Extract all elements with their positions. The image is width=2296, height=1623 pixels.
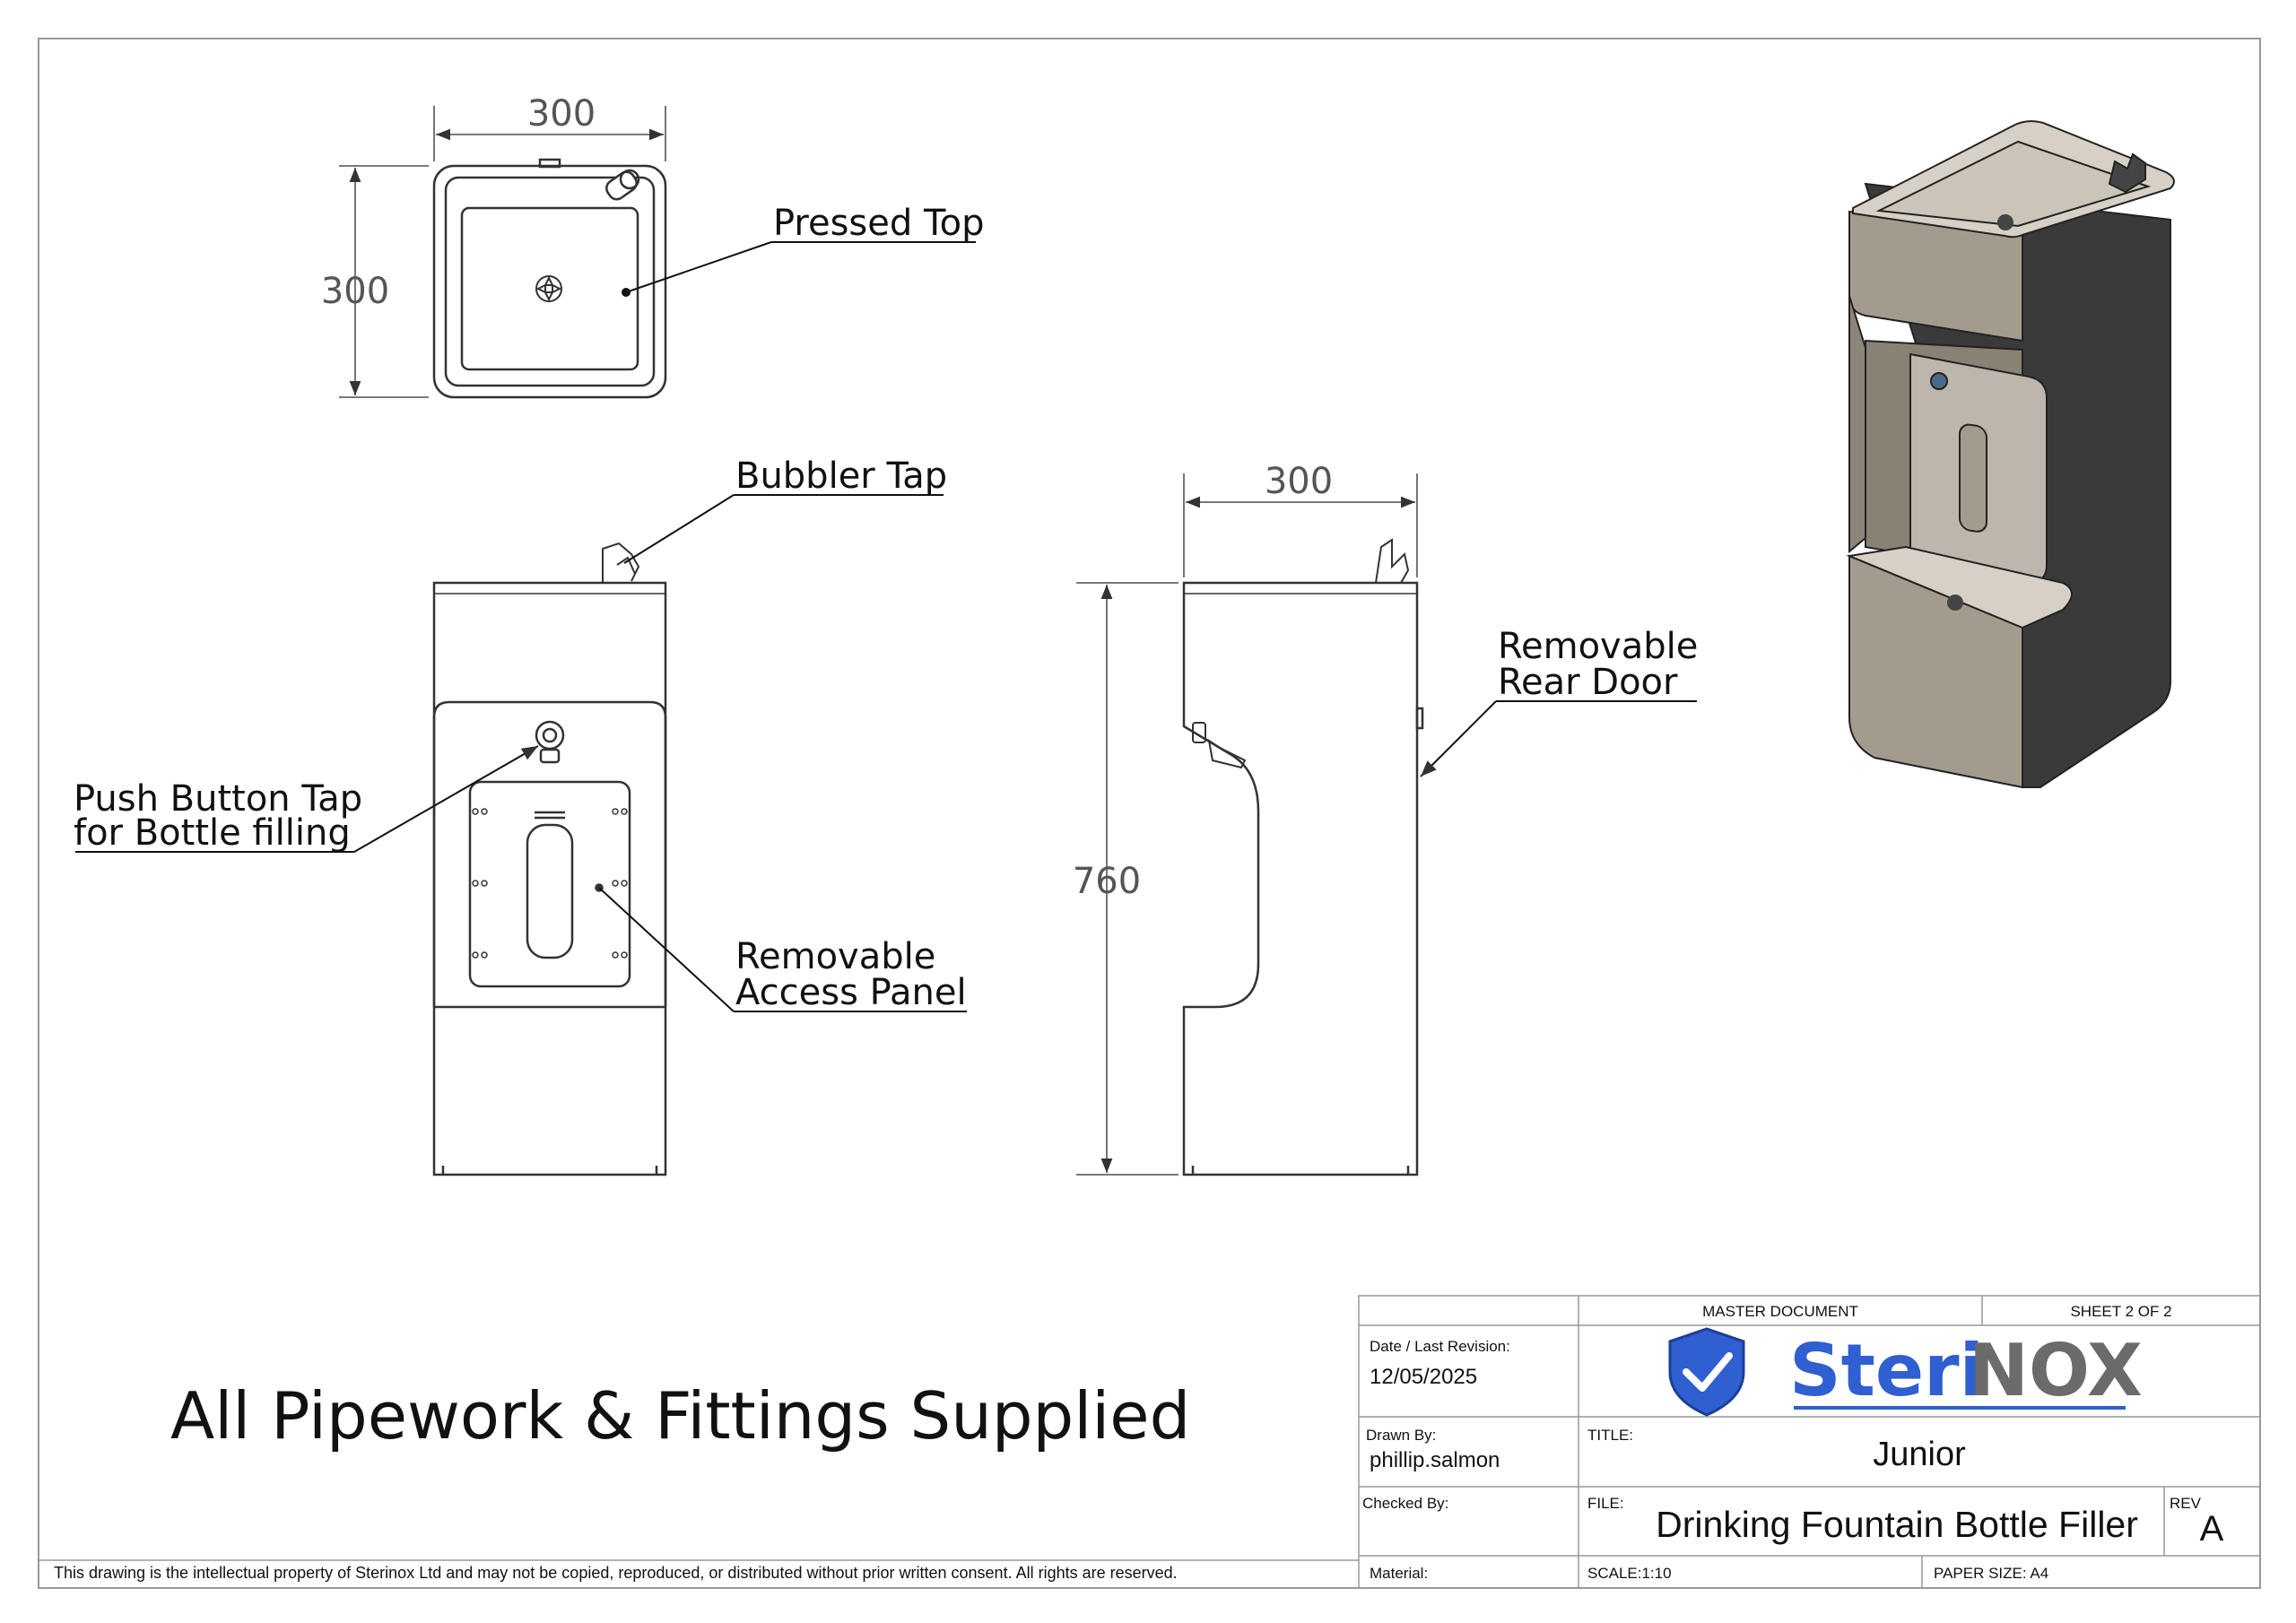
dim-top-width-label: 300 [527,93,596,135]
push-button-side-icon [1192,722,1247,769]
access-panel [468,780,631,988]
title-block [1358,1295,2261,1589]
dim-side-width [1183,473,1418,577]
rev-label: REV [2170,1495,2202,1512]
sheet-border [38,38,2261,1589]
top-view [432,158,667,399]
sheet-number: SHEET 2 OF 2 [2070,1303,2171,1320]
push-button-icon [535,720,565,764]
drain-icon [535,275,562,302]
title-value: Junior [1873,1436,1966,1473]
bubbler-tap-label: Bubbler Tap [735,456,947,497]
drawn-by-value: phillip.salmon [1370,1448,1500,1472]
push-button-label-1: Push Button Tap [74,778,362,820]
bubbler-side-icon [1375,538,1410,584]
rear-door-label-2: Rear Door [1498,662,1678,703]
dim-top-depth [339,165,429,398]
push-button-leader [75,745,539,853]
copyright-text: This drawing is the intellectual propert… [54,1564,1178,1582]
dim-top-width [433,106,666,161]
file-label: FILE: [1587,1495,1624,1512]
iso-push-button-icon [1930,372,1948,390]
access-panel-leader [598,887,967,1012]
bubbler-tap-leader [623,494,944,564]
dim-side-width-label: 300 [1265,461,1333,502]
rear-door-label-1: Removable [1498,626,1698,667]
checked-by-label: Checked By: [1362,1495,1448,1512]
paper-size: PAPER SIZE: A4 [1934,1565,2048,1582]
shield-icon [1668,1327,1745,1417]
dim-height-label: 760 [1073,861,1141,902]
rev-value: A [2200,1509,2224,1549]
date-label: Date / Last Revision: [1370,1338,1510,1355]
front-view [432,542,667,1176]
pressed-top-label: Pressed Top [773,203,985,244]
side-view [1182,538,1424,1176]
date-value: 12/05/2025 [1370,1365,1477,1389]
iso-bubbler-icon [2108,152,2146,194]
panel-screws [472,808,628,959]
isometric-view [1846,120,2175,789]
access-panel-label-2: Access Panel [735,972,967,1013]
bottle-icon [526,823,574,959]
bubbler-front-icon [602,542,640,583]
master-document: MASTER DOCUMENT [1702,1303,1858,1320]
access-panel-label-1: Removable [735,936,935,977]
dim-height [1076,582,1178,1176]
sterinox-logo: Steri NOX [1668,1327,2143,1417]
drawn-by-label: Drawn By: [1366,1427,1436,1444]
file-value: Drinking Fountain Bottle Filler [1656,1504,2138,1545]
logo-text-steri: Steri [1789,1329,1984,1412]
title-label: TITLE: [1587,1427,1633,1444]
scale: SCALE:1:10 [1587,1565,1672,1582]
pressed-top-leader [622,241,976,297]
pipework-note: All Pipework & Fittings Supplied [170,1378,1190,1454]
bubbler-top-icon [605,169,640,201]
material-label: Material: [1370,1565,1428,1582]
iso-drain-icon [1947,214,2013,611]
push-button-label-2: for Bottle filling [74,812,351,854]
dim-top-depth-label: 300 [321,271,389,312]
rear-door-leader [1420,700,1697,777]
logo-text-nox: NOX [1969,1329,2143,1412]
